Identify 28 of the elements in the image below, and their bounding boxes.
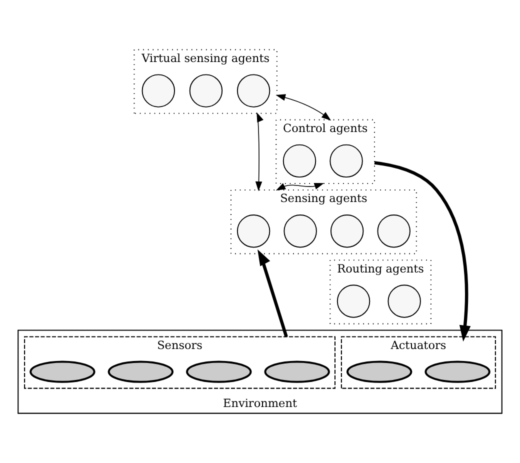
cluster: Actuators: [340, 336, 496, 389]
node-ellipse: [30, 360, 96, 383]
cluster: Control agents: [276, 119, 376, 184]
cluster: Sensing agents: [230, 189, 417, 254]
node-circle: [330, 144, 363, 178]
node-circle: [282, 144, 316, 178]
node-ellipse: [264, 360, 330, 383]
arrow: [374, 161, 471, 342]
node-circle: [236, 74, 270, 108]
cluster: Virtual sensing agents: [134, 49, 278, 114]
node-circle: [336, 284, 370, 318]
node-circle: [330, 214, 364, 248]
node-circle: [189, 74, 223, 108]
arrow: [276, 183, 324, 191]
arrow: [255, 112, 264, 192]
node-ellipse: [346, 360, 412, 383]
node-ellipse: [424, 360, 490, 383]
node-ellipse: [186, 360, 252, 383]
node-circle: [284, 214, 317, 248]
node-circle: [236, 214, 270, 248]
node-ellipse: [108, 360, 174, 383]
node-circle: [142, 74, 176, 108]
arrow: [258, 249, 288, 338]
arrow: [276, 94, 332, 121]
node-circle: [388, 284, 421, 318]
node-circle: [377, 214, 410, 248]
cluster: Sensors: [24, 336, 336, 389]
cluster: Routing agents: [330, 260, 432, 324]
